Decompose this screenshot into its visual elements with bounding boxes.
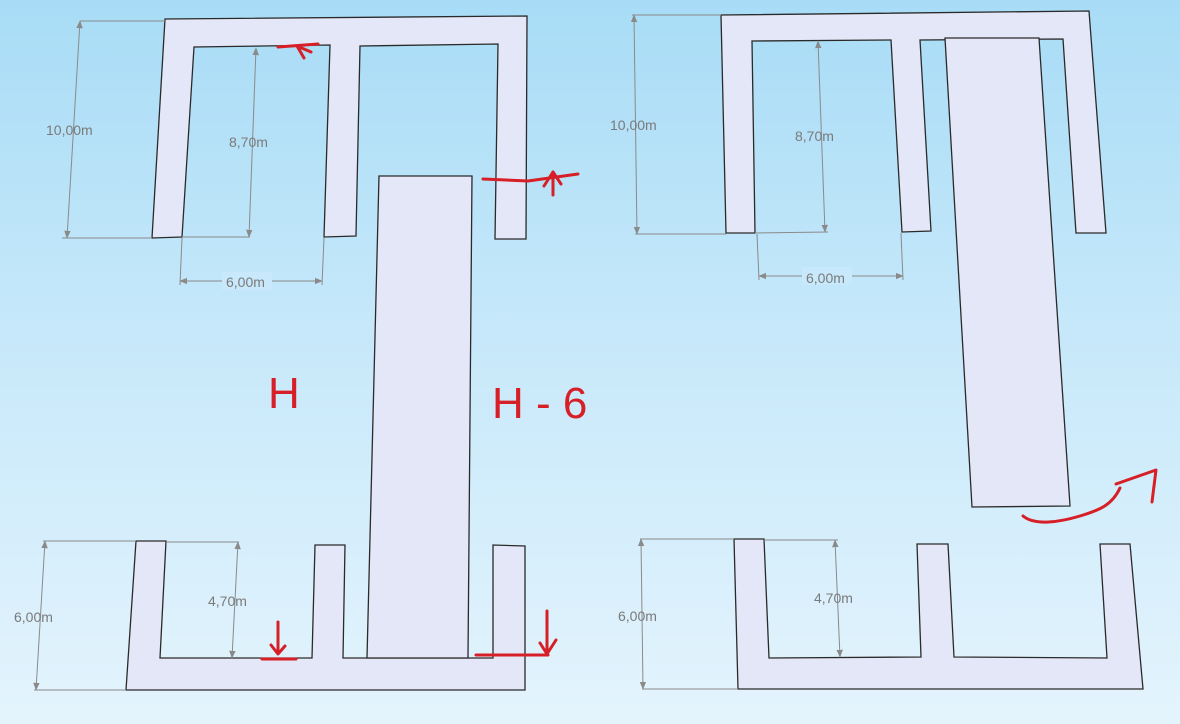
right-upper-height-dimension: 10,00m: [610, 14, 726, 235]
right-tilted-column: [944, 37, 1071, 508]
label-h-minus-6: H - 6: [492, 379, 587, 428]
left-slot-width-label: 6,00m: [226, 274, 265, 290]
left-upper-height-dimension: 10,00m: [46, 20, 165, 239]
right-lower-frame: [733, 538, 1144, 690]
left-inner-height-label: 8,70m: [229, 134, 268, 150]
right-slot-width-dimension: 6,00m: [756, 232, 904, 286]
left-figure: 10,00m 8,70m 6,00m 6,00m 4,70m: [14, 15, 587, 691]
right-figure: 10,00m 8,70m 6,00m 6,00m 4,70m: [610, 10, 1158, 690]
lower-right-down-arrow-icon: [474, 609, 558, 657]
right-up-arrow-icon: [481, 170, 580, 197]
left-slot-width-dimension: 6,00m: [179, 237, 325, 290]
label-h: H: [268, 369, 300, 418]
right-lower-height-label: 6,00m: [618, 608, 657, 624]
left-center-column: [366, 175, 473, 659]
left-red-annotations: H H - 6: [260, 42, 587, 661]
left-lower-inner-height-label: 4,70m: [208, 593, 247, 609]
left-upper-height-label: 10,00m: [46, 122, 93, 138]
top-up-arrow-icon: [276, 42, 320, 60]
lower-left-down-arrow-icon: [260, 620, 298, 661]
left-lower-height-dimension: 6,00m: [14, 540, 136, 691]
right-inner-height-dimension: 8,70m: [754, 40, 834, 234]
right-lower-height-dimension: 6,00m: [618, 538, 738, 690]
right-upper-height-label: 10,00m: [610, 117, 657, 133]
left-inner-height-dimension: 8,70m: [182, 47, 268, 238]
right-lower-inner-height-label: 4,70m: [814, 590, 853, 606]
right-inner-height-label: 8,70m: [795, 128, 834, 144]
left-lower-height-label: 6,00m: [14, 609, 53, 625]
left-lower-frame: [125, 540, 526, 691]
left-lower-inner-height-dimension: 4,70m: [166, 541, 247, 659]
right-lower-inner-height-dimension: 4,70m: [764, 539, 853, 658]
right-slot-width-label: 6,00m: [806, 270, 845, 286]
right-curved-arrow-icon: [1021, 468, 1158, 524]
